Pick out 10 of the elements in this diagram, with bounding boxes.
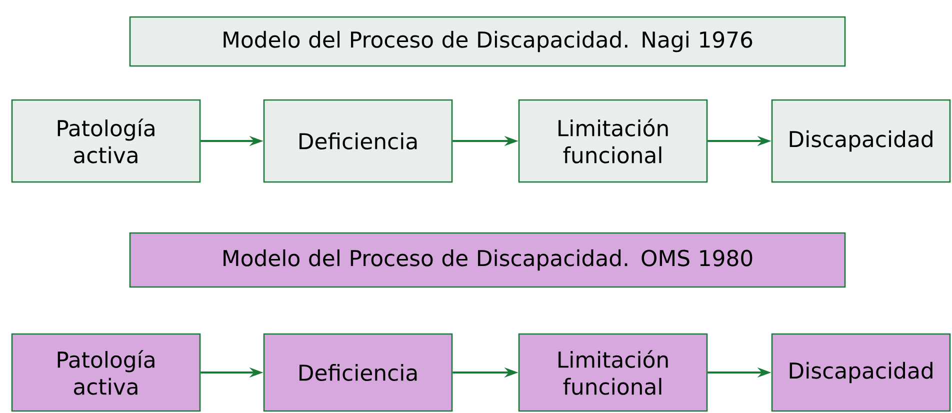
process-box: Deficiencia	[263, 99, 453, 183]
title-box: Modelo del Proceso de Discapacidad. OMS 1980	[129, 232, 846, 288]
process-box: Deficiencia	[263, 333, 453, 412]
process-box: Limitación funcional	[518, 99, 708, 183]
process-box: Discapacidad	[771, 333, 951, 412]
process-box: Limitación funcional	[518, 333, 708, 412]
process-box: Discapacidad	[771, 99, 951, 183]
process-box: Patología activa	[11, 99, 201, 183]
process-box: Patología activa	[11, 333, 201, 412]
title-box: Modelo del Proceso de Discapacidad. Nagi 1976	[129, 16, 846, 67]
